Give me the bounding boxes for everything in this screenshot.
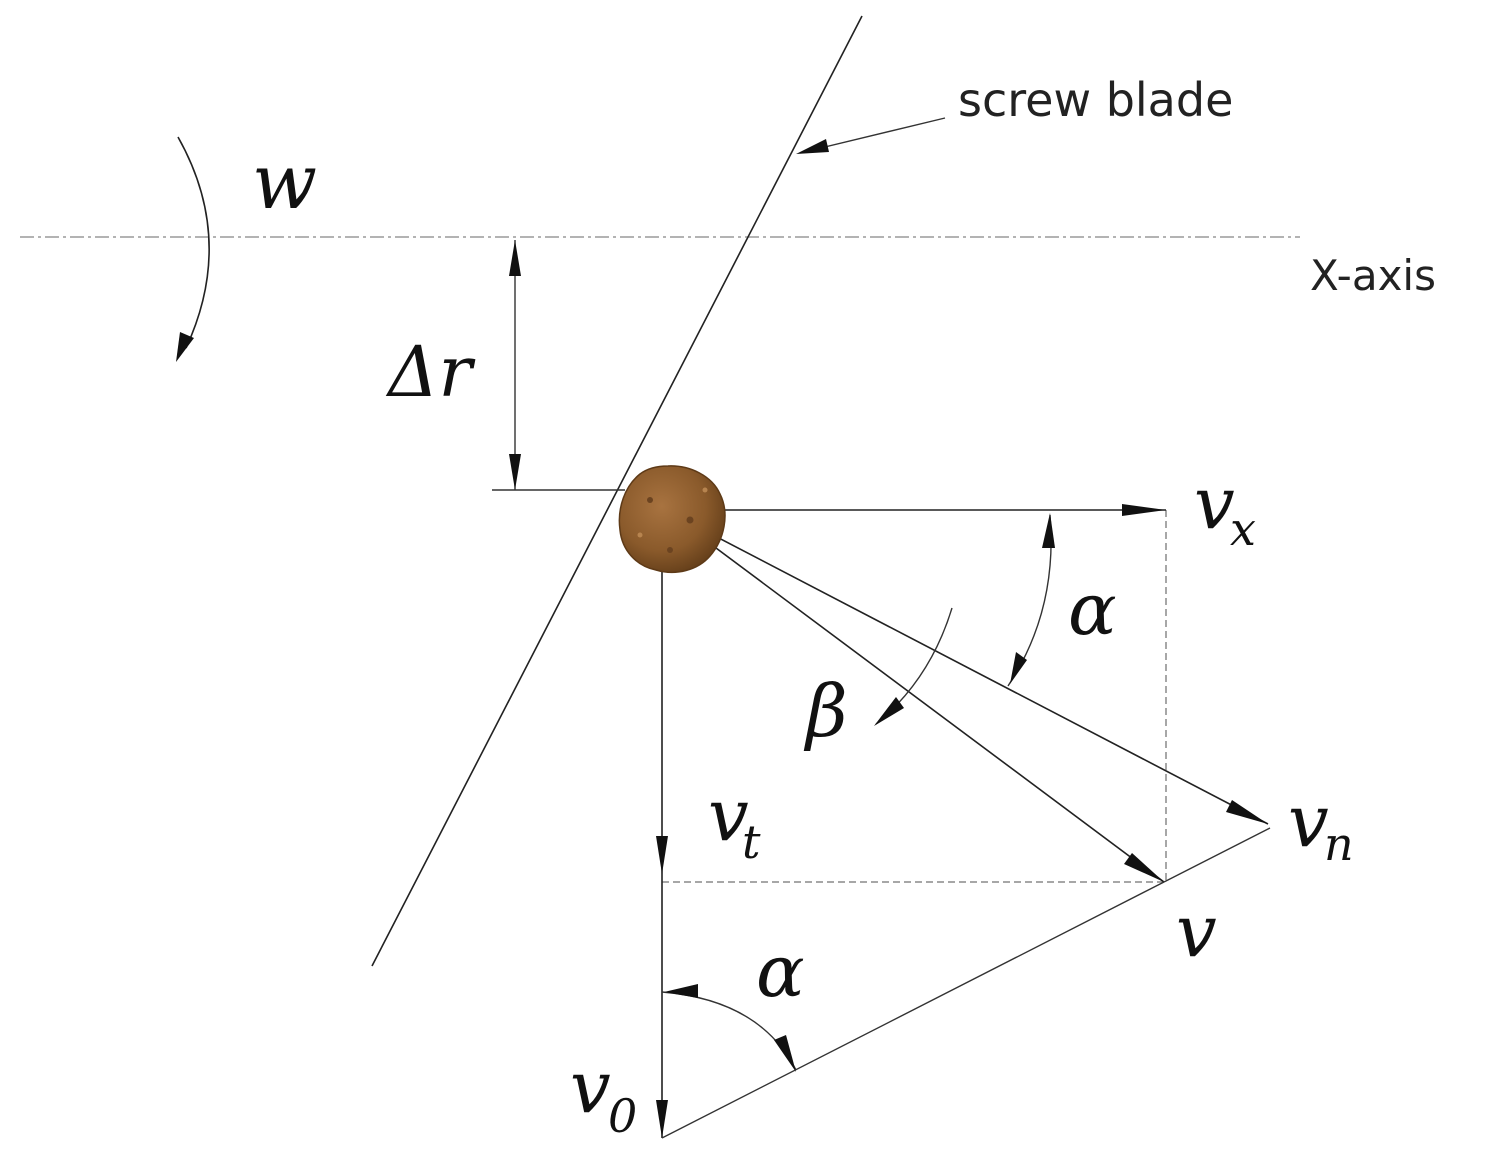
alpha-top-label: α — [1068, 567, 1117, 651]
vn-vector — [664, 509, 1269, 825]
delta-r-dimension — [492, 240, 625, 491]
vn-label-main: v — [1288, 779, 1329, 863]
alpha-bottom-label: α — [756, 929, 805, 1013]
rotation-arrow — [176, 136, 210, 362]
vn-label-sub: n — [1324, 817, 1354, 871]
vx-label-sub: x — [1230, 502, 1256, 556]
vt-vector — [656, 515, 668, 1138]
vx-vector — [665, 504, 1166, 516]
vx-label: v x — [1194, 461, 1256, 556]
x-axis-label: X-axis — [1310, 251, 1436, 300]
v0-label-main: v — [570, 1045, 611, 1129]
beta-arc — [874, 607, 953, 726]
particle — [618, 465, 726, 574]
v-vector — [664, 509, 1165, 883]
vn-label: v n — [1288, 779, 1354, 871]
beta-label: β — [803, 669, 848, 753]
v0-arrowhead — [656, 1100, 668, 1138]
screw-blade-line — [371, 15, 863, 967]
screw-blade-pointer — [796, 117, 946, 154]
v-label: v — [1176, 889, 1217, 973]
v0-label: v 0 — [570, 1045, 637, 1143]
delta-r-label: Δr — [385, 331, 476, 413]
vt-label-main: v — [708, 773, 749, 857]
v0-label-sub: 0 — [608, 1089, 637, 1143]
v-to-vn-line — [1163, 827, 1271, 883]
triangle-base-line — [661, 881, 1165, 1139]
alpha-arc-bottom — [661, 984, 797, 1072]
vt-label-sub: t — [742, 815, 761, 869]
screw-blade-label: screw blade — [958, 73, 1233, 127]
alpha-arc-top — [1007, 513, 1055, 687]
vx-label-main: v — [1194, 461, 1235, 545]
w-label: w — [252, 137, 317, 226]
vt-label: v t — [708, 773, 761, 869]
